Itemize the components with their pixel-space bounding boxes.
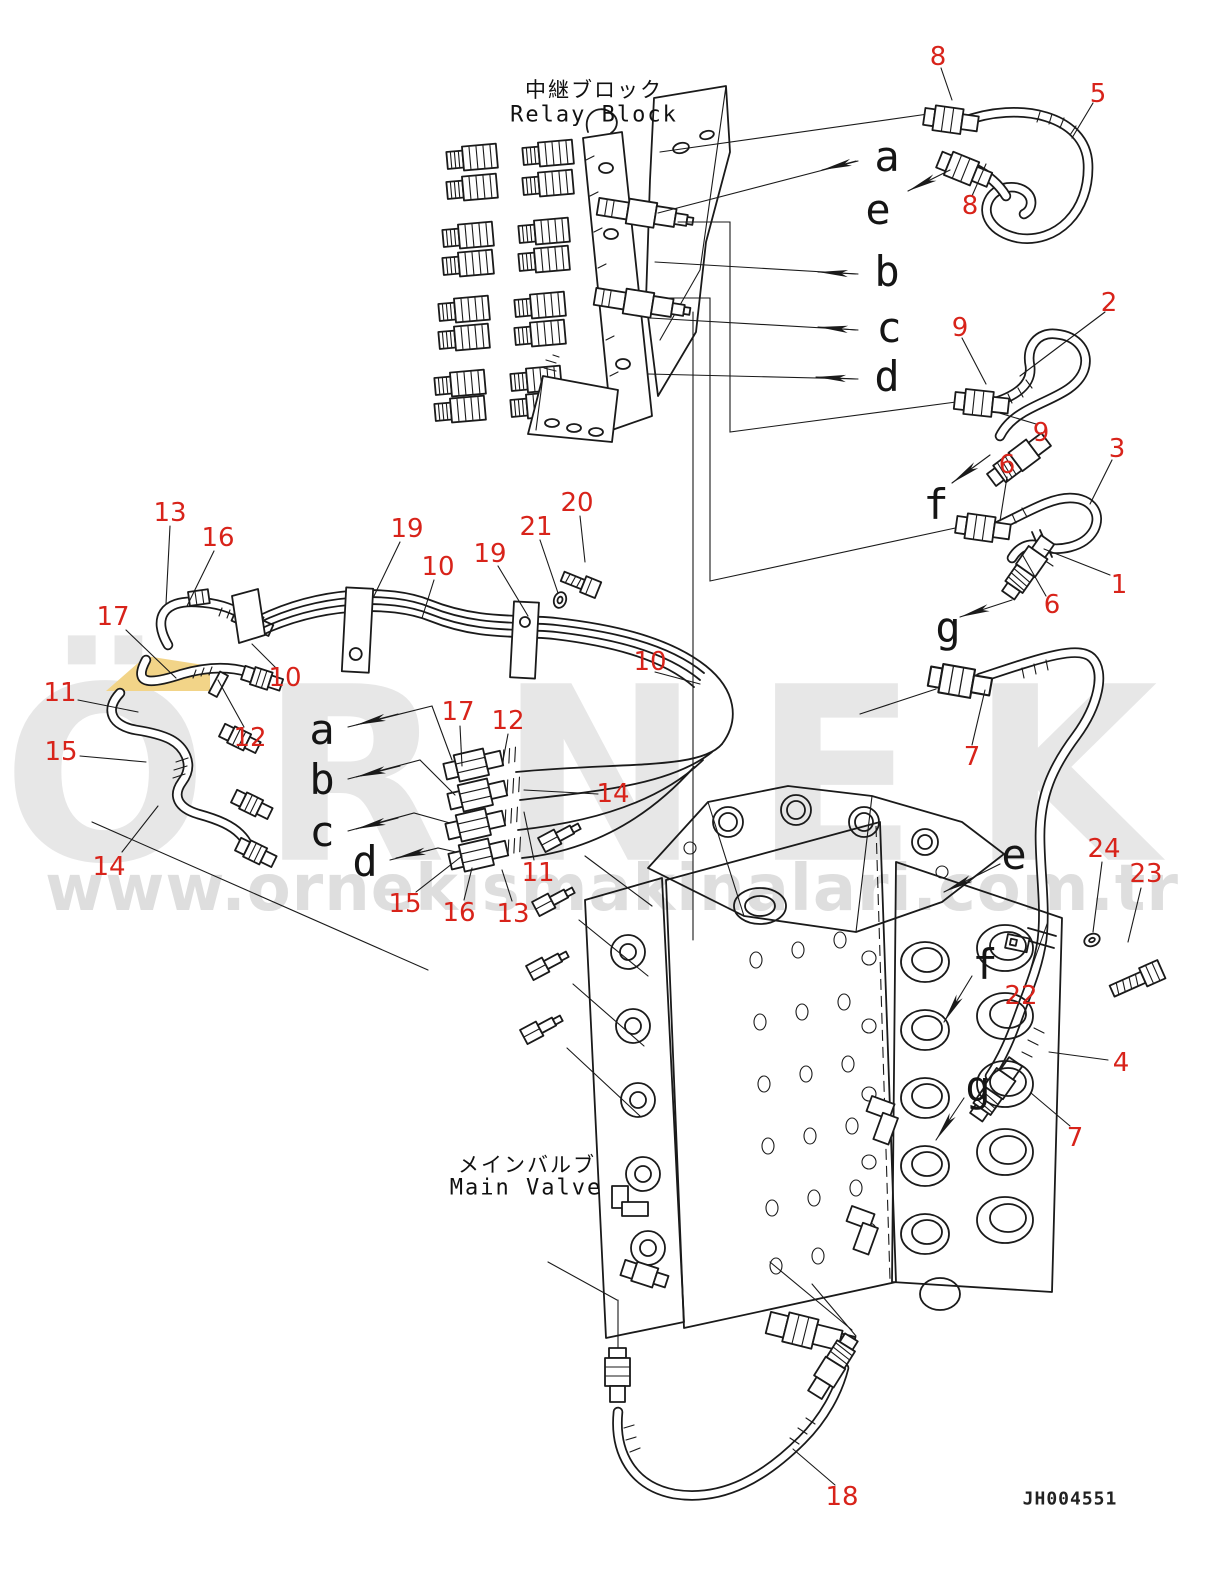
callout-1: 1 — [1110, 570, 1128, 600]
callout-3: 3 — [1108, 434, 1126, 464]
callout-13-1: 13 — [153, 498, 187, 528]
callout-13-2: 13 — [496, 899, 530, 929]
relay-block-label-jp: 中継ブロック — [525, 78, 663, 102]
callout-9-1: 9 — [951, 313, 969, 343]
callout-24: 24 — [1087, 834, 1121, 864]
reference-line — [91, 821, 429, 971]
callout-15-1: 15 — [44, 737, 78, 767]
port-letter-b-relay: b — [874, 247, 900, 296]
callout-9-2: 9 — [1032, 418, 1050, 448]
port-letter-d-tube: d — [352, 837, 378, 886]
callout-15-2: 15 — [388, 889, 422, 919]
port-letter-e-relay: e — [865, 185, 891, 234]
callout-10-3: 10 — [633, 647, 667, 677]
port-letter-e-valve: e — [1001, 830, 1027, 879]
port-letter-f-valve: f — [972, 940, 998, 989]
port-letter-a-tube: a — [309, 705, 335, 754]
callout-8-1: 8 — [929, 42, 947, 72]
callout-19-1: 19 — [390, 514, 424, 544]
callout-8-2: 8 — [961, 191, 979, 221]
hose-3-drawing — [953, 492, 1102, 603]
callout-17-1: 17 — [96, 602, 130, 632]
hose-4-drawing — [925, 647, 1167, 1125]
port-letter-arrows — [347, 158, 1013, 1141]
callout-leader-lines — [77, 67, 1142, 1486]
callout-6-2: 6 — [1043, 590, 1061, 620]
main-valve-label-jp: メインバルブ — [458, 1153, 596, 1177]
watermark-url: www.ornekismakinalari.com.tr — [45, 852, 1179, 926]
callout-12-1: 12 — [233, 723, 267, 753]
callout-11-1: 11 — [43, 678, 77, 708]
callout-14-2: 14 — [596, 779, 630, 809]
port-letter-b-tube: b — [309, 755, 335, 804]
callout-5: 5 — [1089, 79, 1107, 109]
callout-6-1: 6 — [998, 450, 1016, 480]
callout-16-1: 16 — [201, 523, 235, 553]
callout-11-2: 11 — [521, 858, 555, 888]
watermark-yellow-shape — [106, 656, 210, 691]
hose-5-drawing — [921, 103, 1094, 244]
callout-17-2: 17 — [441, 697, 475, 727]
callout-18: 18 — [825, 1482, 859, 1512]
tube-assembly-drawing — [106, 570, 734, 876]
callout-10-1: 10 — [268, 663, 302, 693]
port-letter-a-relay: a — [874, 132, 900, 181]
callout-22: 22 — [1004, 981, 1038, 1011]
hose-18-drawing — [547, 1261, 863, 1501]
port-letter-f-hose: f — [923, 480, 949, 529]
callout-20: 20 — [560, 488, 594, 518]
callout-12-2: 12 — [491, 706, 525, 736]
port-letter-d-relay: d — [874, 352, 900, 401]
callout-10-2: 10 — [421, 552, 455, 582]
main-valve-label-en: Main Valve — [449, 1175, 603, 1201]
callout-7-1: 7 — [963, 742, 981, 772]
port-letter-g-hose: g — [935, 603, 961, 652]
relay-block-drawing — [433, 85, 731, 443]
port-letter-c-relay: c — [876, 303, 902, 352]
relay-block-label-en: Relay Block — [510, 102, 678, 128]
drawing-number: JH004551 — [1022, 1488, 1118, 1510]
callout-21: 21 — [519, 512, 553, 542]
callout-4: 4 — [1112, 1048, 1130, 1078]
port-letter-c-tube: c — [309, 807, 335, 856]
callout-2: 2 — [1100, 288, 1118, 318]
callout-19-2: 19 — [473, 539, 507, 569]
callout-23: 23 — [1129, 859, 1163, 889]
port-letter-g-valve: g — [965, 1062, 991, 1111]
callout-16-2: 16 — [442, 898, 476, 928]
callout-14-1: 14 — [92, 852, 126, 882]
callout-7-2: 7 — [1066, 1123, 1084, 1153]
